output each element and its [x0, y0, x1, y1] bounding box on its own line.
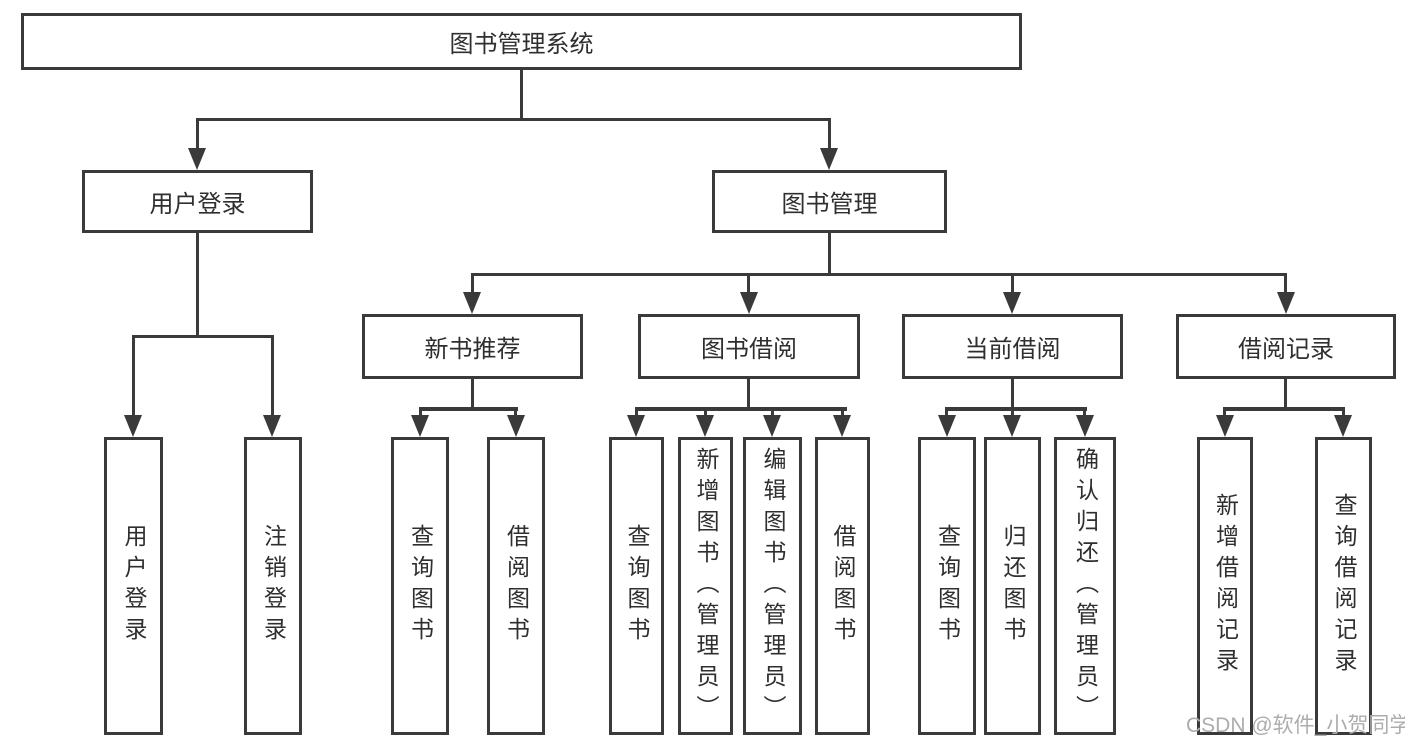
connector-line [1223, 407, 1345, 411]
node-current-borrow: 当前借阅 [902, 314, 1123, 379]
node-book-management-label: 图书管理 [781, 191, 878, 218]
arrow-down-icon [263, 415, 281, 437]
connector-line [196, 118, 831, 121]
arrow-down-icon [696, 415, 714, 437]
connector-line [132, 335, 274, 338]
leaf-records-query-record: 查询借阅记录 [1315, 437, 1372, 735]
connector-line [1223, 407, 1226, 417]
leaf-rec-borrow-books-label: 借阅图书 [503, 524, 530, 648]
leaf-user-login: 用户登录 [104, 437, 163, 735]
arrow-down-icon [938, 415, 956, 437]
connector-line [771, 407, 774, 417]
connector-line [1011, 379, 1014, 407]
arrow-down-icon [1277, 292, 1295, 314]
leaf-borrow-add-books-admin: 新增图书（管理员） [678, 437, 733, 735]
leaf-rec-query-books: 查询图书 [391, 437, 449, 735]
connector-line [196, 118, 199, 151]
connector-line [419, 407, 518, 411]
node-new-book-recommend-label: 新书推荐 [424, 336, 521, 363]
node-borrow-records-label: 借阅记录 [1238, 336, 1334, 363]
connector-line [514, 407, 517, 417]
leaf-logout-label: 注销登录 [260, 524, 287, 648]
connector-line [132, 335, 135, 417]
leaf-records-add-record: 新增借阅记录 [1197, 437, 1253, 735]
node-borrow-records: 借阅记录 [1176, 314, 1396, 379]
connector-line [1284, 379, 1287, 407]
leaf-records-add-record-label: 新增借阅记录 [1212, 493, 1239, 679]
arrow-down-icon [820, 148, 838, 170]
node-user-login: 用户登录 [82, 170, 313, 233]
arrow-down-icon [1003, 415, 1021, 437]
leaf-current-return-books: 归还图书 [984, 437, 1041, 735]
leaf-current-query-books: 查询图书 [918, 437, 976, 735]
node-root-label: 图书管理系统 [449, 31, 594, 58]
connector-line [419, 407, 422, 417]
connector-line [1011, 273, 1014, 294]
connector-line [471, 273, 1287, 276]
connector-line [471, 273, 474, 294]
arrow-down-icon [1003, 292, 1021, 314]
connector-line [828, 118, 831, 151]
leaf-borrow-edit-books-admin-label: 编辑图书（管理员） [760, 446, 786, 726]
arrow-down-icon [507, 415, 525, 437]
node-new-book-recommend: 新书推荐 [362, 314, 583, 379]
watermark: CSDN @软件_小贺同学 [1186, 714, 1405, 737]
arrow-down-icon [411, 415, 429, 437]
node-root: 图书管理系统 [21, 13, 1022, 70]
leaf-rec-query-books-label: 查询图书 [407, 524, 434, 648]
arrow-down-icon [1076, 415, 1094, 437]
leaf-borrow-query-books: 查询图书 [609, 437, 664, 735]
connector-line [271, 335, 274, 417]
arrow-down-icon [1216, 415, 1234, 437]
connector-line [196, 233, 199, 335]
connector-line [635, 407, 638, 417]
connector-line [635, 407, 847, 411]
connector-line [1011, 407, 1014, 417]
node-current-borrow-label: 当前借阅 [964, 336, 1061, 363]
connector-line [520, 70, 523, 118]
leaf-borrow-add-books-admin-label: 新增图书（管理员） [693, 446, 719, 726]
connector-line [828, 233, 831, 273]
arrow-down-icon [188, 148, 206, 170]
leaf-rec-borrow-books: 借阅图书 [487, 437, 545, 735]
arrow-down-icon [763, 415, 781, 437]
arrow-down-icon [833, 415, 851, 437]
leaf-borrow-borrow-books: 借阅图书 [815, 437, 870, 735]
node-book-management: 图书管理 [712, 170, 947, 233]
leaf-current-return-books-label: 归还图书 [1000, 524, 1026, 648]
leaf-current-query-books-label: 查询图书 [934, 524, 961, 648]
connector-line [945, 407, 1087, 411]
leaf-logout: 注销登录 [244, 437, 302, 735]
arrow-down-icon [463, 292, 481, 314]
connector-line [747, 379, 750, 407]
connector-line [704, 407, 707, 417]
connector-line [841, 407, 844, 417]
connector-line [1342, 407, 1345, 417]
arrow-down-icon [740, 292, 758, 314]
arrow-down-icon [627, 415, 645, 437]
leaf-current-confirm-return-admin-label: 确认归还（管理员） [1072, 446, 1099, 726]
arrow-down-icon [124, 415, 142, 437]
arrow-down-icon [1334, 415, 1352, 437]
leaf-borrow-query-books-label: 查询图书 [624, 524, 650, 648]
connector-line [471, 379, 474, 407]
node-book-borrow-label: 图书借阅 [701, 336, 797, 363]
leaf-user-login-label: 用户登录 [121, 524, 147, 648]
connector-line [747, 273, 750, 294]
leaf-records-query-record-label: 查询借阅记录 [1331, 493, 1357, 679]
node-user-login-label: 用户登录 [149, 191, 246, 218]
connector-line [1083, 407, 1086, 417]
connector-line [945, 407, 948, 417]
leaf-current-confirm-return-admin: 确认归还（管理员） [1054, 437, 1116, 735]
leaf-borrow-borrow-books-label: 借阅图书 [830, 524, 856, 648]
node-book-borrow: 图书借阅 [638, 314, 860, 379]
leaf-borrow-edit-books-admin: 编辑图书（管理员） [743, 437, 802, 735]
connector-line [1284, 273, 1287, 294]
